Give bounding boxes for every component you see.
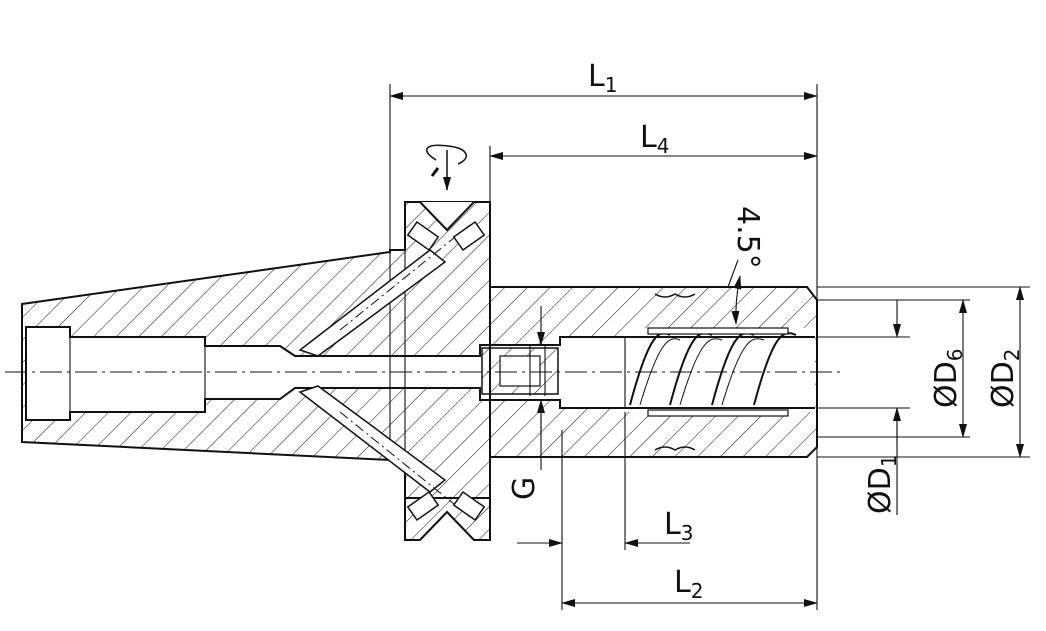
D1-subscript: 1: [877, 455, 901, 468]
L3-label: L: [664, 507, 681, 542]
L1-label: L: [588, 59, 605, 94]
dimension-L4: L4: [489, 120, 818, 160]
L3-subscript: 3: [681, 521, 694, 545]
svg-text:L2: L2: [674, 565, 703, 603]
L4-subscript: 4: [657, 134, 670, 158]
flange-groove-top: [405, 201, 490, 232]
D2-subscript: 2: [1000, 349, 1024, 362]
svg-text:ØD1: ØD1: [863, 455, 901, 514]
dimension-D2: ØD2: [986, 286, 1024, 458]
flange-insert-bottom-right: [452, 490, 486, 522]
toolholder-body: [21, 201, 818, 541]
G-label: G: [507, 477, 542, 500]
coolant-channel-upper: [298, 249, 447, 357]
dimension-D1: ØD1: [863, 300, 901, 515]
L2-label: L: [674, 565, 691, 600]
L1-subscript: 1: [605, 73, 618, 97]
length-adjust-screw: [481, 346, 559, 396]
rotation-direction-icon: [425, 144, 467, 191]
nose-relief-top: [654, 293, 696, 298]
flange-insert-top-left: [406, 220, 440, 252]
coolant-channel-lower: [298, 385, 447, 493]
nose-relief-bottom: [654, 446, 696, 451]
L4-label: L: [640, 120, 657, 155]
flange-insert-bottom-left: [406, 490, 440, 522]
svg-text:L1: L1: [588, 59, 617, 97]
svg-text:ØD2: ØD2: [986, 349, 1024, 408]
D2-label: ØD: [986, 361, 1021, 408]
dimension-L1: L1: [389, 59, 818, 100]
svg-text:ØD6: ØD6: [929, 349, 967, 408]
D6-label: ØD: [929, 361, 964, 408]
dimension-D6: ØD6: [929, 299, 967, 438]
L2-subscript: 2: [691, 579, 704, 603]
svg-text:L3: L3: [664, 507, 693, 545]
dimension-L2: L2: [561, 565, 818, 607]
D6-subscript: 6: [943, 349, 967, 362]
dimension-angle: 4.5°: [727, 206, 765, 325]
helical-clamping-zone: [624, 327, 815, 417]
dimension-G: G: [507, 306, 545, 500]
angle-label: 4.5°: [730, 206, 765, 269]
svg-text:L4: L4: [640, 120, 669, 158]
D1-label: ØD: [863, 467, 898, 514]
dimension-L3: L3: [517, 507, 693, 547]
flange-insert-top-right: [452, 220, 486, 252]
